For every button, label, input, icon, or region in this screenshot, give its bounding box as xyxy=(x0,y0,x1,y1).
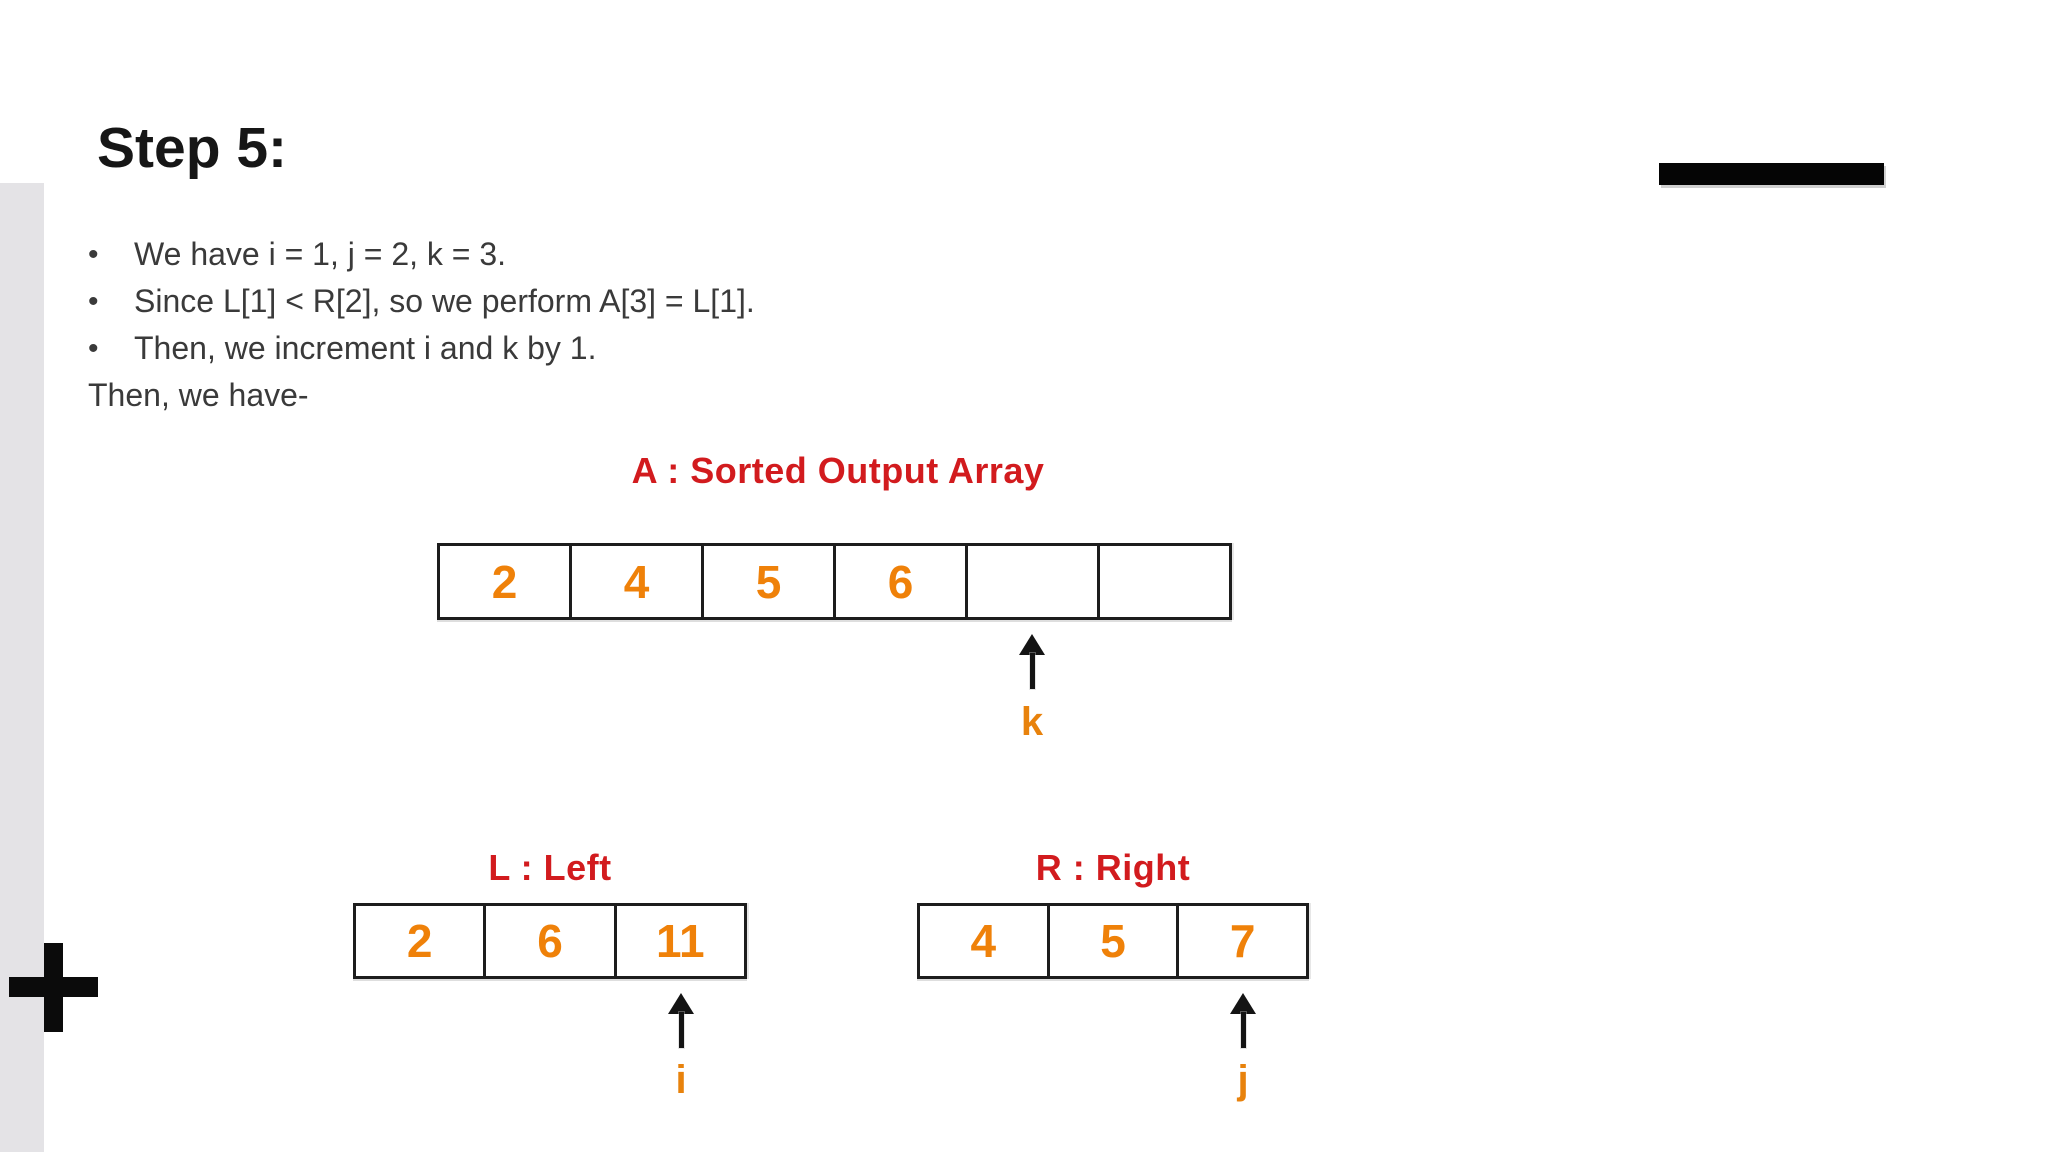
pointer-k-label: k xyxy=(1020,700,1044,744)
up-arrow-icon xyxy=(1015,634,1049,689)
bullet-icon: • xyxy=(88,238,99,271)
left-gray-strip xyxy=(0,183,44,1152)
bullet-text: Then, we increment i and k by 1. xyxy=(134,330,597,366)
array-cell: 6 xyxy=(483,906,613,976)
arrow-head xyxy=(668,993,694,1014)
plus-icon xyxy=(44,943,63,1032)
array-cell: 5 xyxy=(1046,906,1177,976)
array-cell: 5 xyxy=(701,546,833,617)
black-divider-bar xyxy=(1659,163,1884,185)
bullet-text: We have i = 1, j = 2, k = 3. xyxy=(134,236,507,272)
page-title: Step 5: xyxy=(97,116,288,180)
bullet-icon: • xyxy=(88,332,99,365)
array-cell xyxy=(965,546,1097,617)
output-array-label: A : Sorted Output Array xyxy=(631,450,1045,491)
array-cell xyxy=(1097,546,1229,617)
output-array: 2 4 5 6 xyxy=(437,543,1232,620)
bullet-icon: • xyxy=(88,285,99,318)
left-array: 2 6 11 xyxy=(353,903,747,979)
left-array-label: L : Left xyxy=(488,847,612,888)
array-cell: 2 xyxy=(491,555,518,608)
up-arrow-icon xyxy=(664,993,698,1048)
pointer-j-label: j xyxy=(1237,1058,1249,1102)
arrow-shaft xyxy=(678,1012,684,1048)
array-cell: 6 xyxy=(833,546,965,617)
right-array: 4 5 7 xyxy=(917,903,1309,979)
array-cell: 4 xyxy=(970,915,997,967)
up-arrow-icon xyxy=(1226,993,1260,1048)
bullet-item: • Then, we increment i and k by 1. xyxy=(88,325,596,372)
right-array-label: R : Right xyxy=(1035,847,1191,888)
array-cell: 7 xyxy=(1176,906,1306,976)
array-cell: 11 xyxy=(613,906,744,976)
arrow-shaft xyxy=(1029,653,1035,689)
pointer-i-label: i xyxy=(675,1058,687,1102)
arrow-shaft xyxy=(1240,1012,1246,1048)
array-cell: 2 xyxy=(406,915,433,967)
bullet-item: • Since L[1] < R[2], so we perform A[3] … xyxy=(88,278,755,325)
bullet-text: Since L[1] < R[2], so we perform A[3] = … xyxy=(134,283,755,319)
arrow-head xyxy=(1019,634,1045,655)
arrow-head xyxy=(1230,993,1256,1014)
closing-line: Then, we have- xyxy=(88,377,309,413)
bullet-item: • We have i = 1, j = 2, k = 3. xyxy=(88,231,506,278)
array-cell: 4 xyxy=(569,546,701,617)
